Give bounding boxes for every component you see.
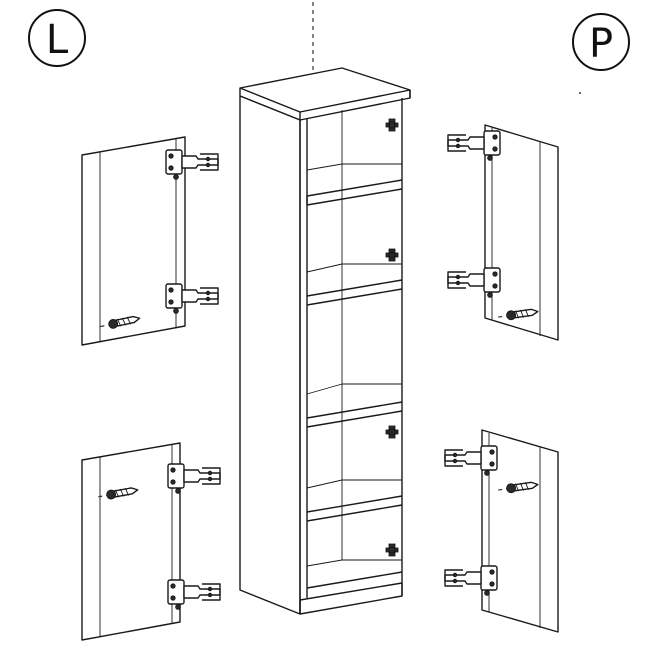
stray-dot	[579, 92, 581, 94]
knob-icon	[385, 118, 399, 132]
knob-icon	[385, 425, 399, 439]
left-side-label: L	[46, 17, 69, 63]
right-side-badge: P	[572, 13, 630, 71]
right-upper-door	[484, 124, 559, 341]
knob-icon	[385, 543, 399, 557]
left-lower-door	[81, 442, 181, 641]
cabinet-body	[239, 67, 411, 615]
left-upper-door	[81, 136, 186, 346]
left-side-badge: L	[28, 9, 86, 67]
right-side-label: P	[589, 21, 613, 67]
knob-icon	[385, 248, 399, 262]
